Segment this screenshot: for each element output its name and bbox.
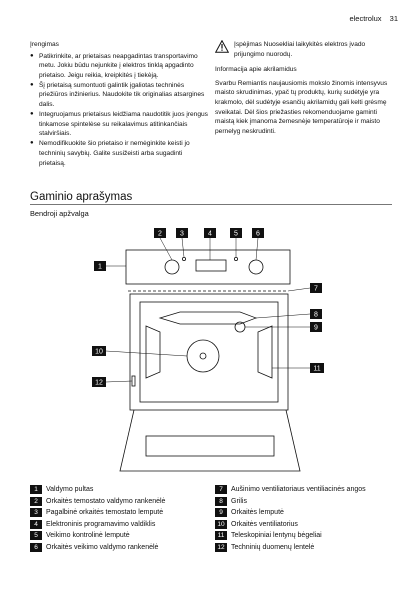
section-title: Gaminio aprašymas (30, 191, 133, 203)
legend-label: Teleskopiniai lentynų bėgeliai (231, 532, 322, 540)
legend-row: 10 Orkaitės ventiliatorius (215, 519, 395, 529)
svg-text:5: 5 (234, 231, 238, 238)
legend-label: Grilis (231, 497, 247, 505)
legend-label: Elektroninis programavimo valdiklis (46, 520, 156, 528)
fan-icon (186, 339, 220, 373)
svg-text:4: 4 (208, 231, 212, 238)
legend-label: Aušinimo ventiliatoriaus ventiliacinės a… (231, 486, 366, 493)
warning-block: Įspėjimas Nuosekliai laikykitės elektros… (215, 40, 395, 59)
oven-cavity (129, 293, 289, 411)
list-item: Šį prietaisą sumontuoti galintik įgaliot… (30, 81, 208, 110)
legend-row: 2 Orkaitės temostato valdymo rankenėlė (30, 496, 208, 506)
legend-label: Veikimo kontrolinė lemputė (46, 532, 130, 540)
legend-row: 4 Elektroninis programavimo valdiklis (30, 519, 208, 529)
svg-text:2: 2 (158, 231, 162, 238)
rating-plate (131, 375, 136, 387)
callout-11: 11 (310, 363, 324, 373)
page-header: electrolux 31 (349, 14, 398, 23)
legend-row: 11 Teleskopiniai lentynų bėgeliai (215, 531, 395, 541)
installation-list: Patikrinkite, ar prietaisas neapgadintas… (30, 52, 208, 169)
warning-icon (215, 40, 229, 53)
legend-number: 5 (30, 531, 42, 541)
svg-text:3: 3 (180, 231, 184, 238)
left-shelf-rails (145, 325, 161, 379)
svg-text:8: 8 (314, 312, 318, 319)
oven-door (119, 409, 301, 472)
legend-number: 1 (30, 485, 42, 494)
legend-row: 6 Orkaitės veikimo valdymo rankenėlė (30, 542, 208, 552)
fan-hub (199, 352, 207, 360)
callout-4: 4 (204, 228, 216, 238)
info-text: Svarbu Remiantis naujausiomis mokslo žin… (215, 79, 388, 135)
svg-text:1: 1 (98, 264, 102, 271)
legend-number: 11 (215, 531, 227, 541)
section-title-bar: Gaminio aprašymas (30, 187, 392, 205)
legend-number: 6 (30, 542, 42, 552)
legend-number: 12 (215, 542, 227, 552)
legend-label: Valdymo pultas (46, 486, 94, 493)
list-item: Patikrinkite, ar prietaisas neapgadintas… (30, 52, 208, 81)
svg-text:9: 9 (314, 325, 318, 332)
legend-label: Orkaitės ventiliatorius (231, 520, 298, 528)
programmer-display (195, 259, 227, 272)
callout-6: 6 (252, 228, 264, 238)
legend-number: 10 (215, 519, 227, 529)
list-item: Nemodifikuokite šio prietaiso ir nemėgin… (30, 139, 208, 168)
right-column: Įspėjimas Nuosekliai laikykitės elektros… (215, 40, 395, 136)
legend-label: Pagalbinė orkaitės temostato lemputė (46, 509, 164, 517)
legend-row: 8 Grilis (215, 496, 395, 506)
svg-text:12: 12 (95, 380, 103, 387)
function-knob-icon (248, 259, 264, 275)
thermostat-lamp-icon (182, 256, 187, 261)
callout-3: 3 (176, 228, 188, 238)
callout-10: 10 (92, 346, 106, 356)
list-item: Integruojamus prietaisus leidžiama naudo… (30, 110, 208, 139)
svg-text:11: 11 (313, 366, 320, 373)
svg-text:7: 7 (314, 286, 318, 293)
warning-text: Įspėjimas Nuosekliai laikykitės elektros… (234, 41, 366, 58)
oven-diagram: 1 2 3 4 5 6 7 8 9 10 11 12 (92, 228, 324, 472)
svg-text:10: 10 (95, 349, 103, 356)
callout-7: 7 (310, 283, 322, 293)
legend-row: 1 Valdymo pultas (30, 485, 208, 494)
operation-lamp-icon (233, 256, 238, 261)
callout-8: 8 (310, 309, 322, 319)
svg-text:6: 6 (256, 231, 260, 238)
legend-right: 7 Aušinimo ventiliatoriaus ventiliacinės … (215, 485, 395, 555)
installation-section: Įrengimas Patikrinkite, ar prietaisas ne… (30, 40, 208, 169)
info-title: Informacija apie akrilamidus (215, 66, 297, 74)
brand-name: electrolux (349, 14, 382, 23)
legend-row: 3 Pagalbinė orkaitės temostato lemputė (30, 508, 208, 518)
legend-left: 1 Valdymo pultas 2 Orkaitės temostato vald… (30, 485, 208, 555)
right-shelf-rails (257, 325, 273, 379)
legend-row: 5 Veikimo kontrolinė lemputė (30, 531, 208, 541)
temperature-knob-icon (164, 259, 180, 275)
control-panel-outline (125, 249, 291, 285)
oven-lamp-icon (234, 321, 246, 333)
door-window (145, 435, 275, 457)
legend-number: 7 (215, 485, 227, 494)
legend-label: Techninių duomenų lentelė (231, 543, 315, 551)
legend-number: 8 (215, 496, 227, 506)
legend-number: 2 (30, 496, 42, 506)
legend-label: Orkaitės temostato valdymo rankenėlė (46, 497, 166, 505)
callout-12: 12 (92, 377, 106, 387)
page-number: 31 (389, 14, 398, 23)
legend-number: 4 (30, 519, 42, 529)
callout-9: 9 (310, 322, 322, 332)
legend-row: 9 Orkaitės lemputė (215, 508, 395, 518)
legend-label: Orkaitės lemputė (231, 509, 284, 517)
legend-row: 7 Aušinimo ventiliatoriaus ventiliacinės … (215, 485, 395, 494)
oven-inner-cavity (139, 301, 279, 403)
legend-label: Orkaitės veikimo valdymo rankenėlė (46, 543, 159, 551)
callout-1: 1 (94, 261, 106, 271)
callout-2: 2 (154, 228, 166, 238)
legend-row: 12 Techninių duomenų lentelė (215, 542, 395, 552)
legend-number: 9 (215, 508, 227, 518)
legend-number: 3 (30, 508, 42, 518)
installation-title: Įrengimas (30, 41, 59, 48)
callout-5: 5 (230, 228, 242, 238)
section-subtitle: Bendroji apžvalga (30, 209, 89, 218)
